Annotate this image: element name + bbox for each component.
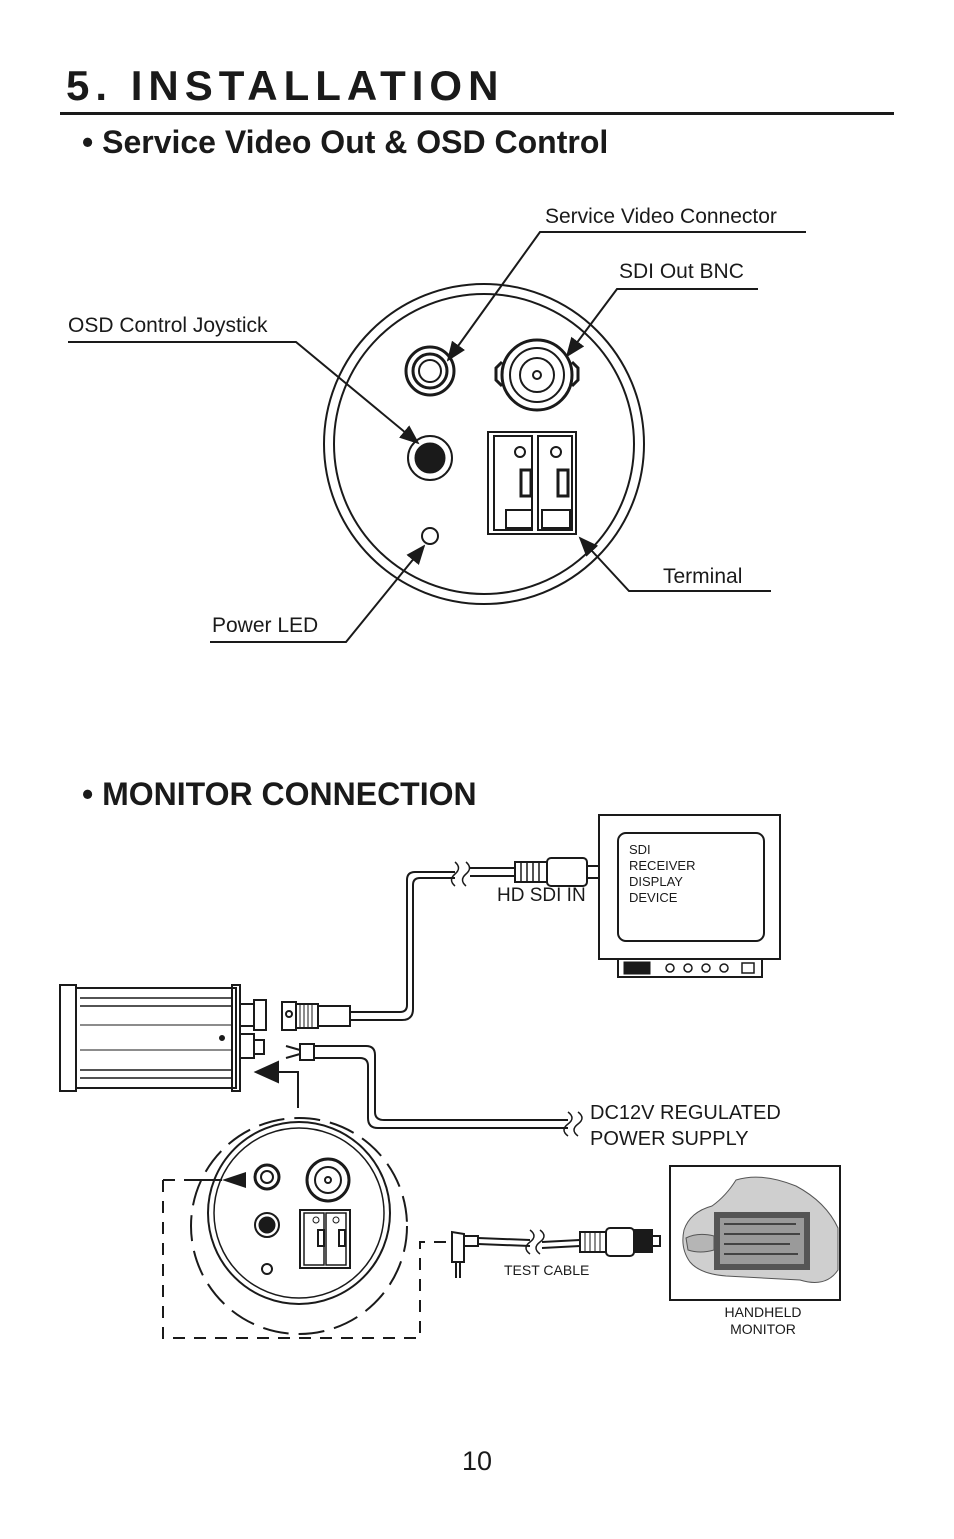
camera-body-icon <box>59 984 351 1092</box>
page-title: 5. INSTALLATION <box>66 62 505 109</box>
handheld-monitor-icon <box>669 1165 841 1301</box>
power-led-icon <box>421 527 439 545</box>
service-video-connector-icon <box>404 345 456 397</box>
sdi-bnc-icon <box>494 338 580 412</box>
leader-lines <box>68 231 806 643</box>
sdi-cable <box>350 857 600 1021</box>
label-handheld-monitor: HANDHELD MONITOR <box>724 1304 802 1337</box>
monitor-screen-text: SDI RECEIVER DISPLAY DEVICE <box>629 842 696 905</box>
rear-panel <box>323 283 645 605</box>
label-sdi-out-bnc: SDI Out BNC <box>619 260 744 283</box>
label-terminal: Terminal <box>663 565 743 588</box>
label-hd-sdi-in: HD SDI IN <box>497 885 586 906</box>
title-rule <box>60 112 894 115</box>
label-power-led: Power LED <box>212 614 319 637</box>
section-heading-service-video: • Service Video Out & OSD Control <box>82 124 609 160</box>
label-power-supply: DC12V REGULATED POWER SUPPLY <box>590 1102 781 1150</box>
label-osd-control-joystick: OSD Control Joystick <box>68 314 268 337</box>
test-cable <box>451 1227 661 1278</box>
terminal-icon <box>487 431 577 535</box>
monitor-icon <box>598 814 781 978</box>
section-heading-monitor-connection: • MONITOR CONNECTION <box>82 776 477 812</box>
joystick-icon <box>407 435 453 481</box>
label-service-video-connector: Service Video Connector <box>545 205 777 228</box>
label-test-cable: TEST CABLE <box>504 1262 590 1278</box>
small-rear-panel <box>162 1117 448 1339</box>
page-number: 10 <box>461 1446 493 1476</box>
power-cable <box>285 1043 583 1137</box>
pointer-arrow <box>253 1060 299 1108</box>
